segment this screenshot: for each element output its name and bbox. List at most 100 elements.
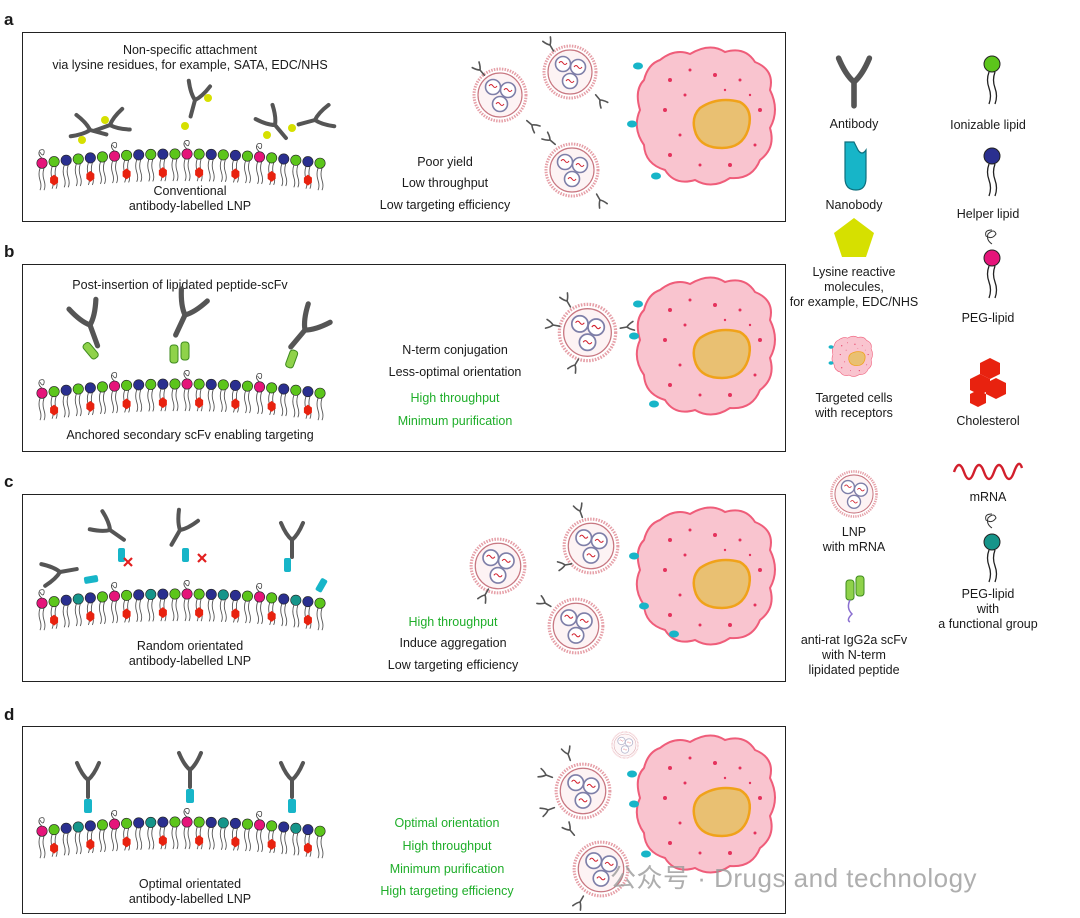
lipid-head [229,817,241,829]
lipid-tail [135,159,143,183]
lipid-head [84,592,96,604]
peg-chain [110,582,118,592]
lipid-head [217,817,229,829]
lipid-head [241,150,253,162]
cholesterol-mark [158,835,167,847]
lipid-head [278,821,290,833]
peg-chain [110,810,118,820]
lipid-head [121,379,133,391]
lipid-head [266,820,278,832]
lipid-tail [111,828,118,852]
lipid-head [181,378,193,390]
lipid-head [278,593,290,605]
lipid-tail [292,395,300,418]
legend-cholesterol-icon [970,358,1006,407]
panel-b-top-text: Post-insertion of lipidated peptide-scFv [72,278,288,292]
lipid-head [109,590,121,602]
cholesterol-mark [86,170,95,182]
lipid-head [290,594,302,606]
lipid-head [193,378,205,390]
lipid-head [302,386,314,398]
lipid-tail [98,391,106,415]
lipid-head [72,153,84,165]
lipid-head [157,588,169,600]
lipid-tail [183,598,191,622]
cholesterol-mark [231,836,240,848]
legend-targeted-cells-label-1: Targeted cells [815,391,893,405]
panel-c-bottom-text-1: Random orientated [136,639,244,653]
panel-a-lnp-membrane [36,140,326,191]
legend-helper-lipid-label: Helper lipid [956,207,1020,221]
cholesterol-mark [195,607,204,619]
lipid-head [290,384,302,396]
lipid-tail [256,161,264,185]
lipid-head [217,589,229,601]
lipid-head [205,816,217,828]
panel-b-target-cell [629,276,777,416]
legend-scfv-label-1: anti-rat IgG2a scFv [800,633,908,647]
legend-peg-functional-icon [983,513,1001,583]
lipid-head [96,819,108,831]
lipid-head [157,816,169,828]
lipid-tail [147,599,155,622]
cholesterol-mark [158,397,167,409]
watermark: 公众号 · Drugs and technology [610,863,978,893]
lipid-head [193,588,205,600]
lipid-tail [280,163,288,187]
lipid-tail [38,608,46,631]
lipid-head [145,588,157,600]
lipid-head [229,589,241,601]
lipid-head [266,592,278,604]
panel-b-prop-3: High throughput [410,391,500,405]
cholesterol-mark [303,614,312,626]
lipid-tail [147,827,155,850]
panel-b-prop-1: N-term conjugation [402,343,508,357]
lipid-head [145,378,157,390]
legend-cholesterol-label: Cholesterol [956,414,1020,428]
lipid-head [229,379,241,391]
panel-a-bottom-text-1: Conventional [153,184,227,198]
legend-peg-lipid-icon [983,229,1001,299]
panel-d-prop-3: Minimum purification [389,862,505,876]
panel-a-top-text-1: Non-specific attachment [122,43,258,57]
lipid-tail [316,398,324,421]
lipid-head [217,379,229,391]
lipid-tail [183,388,191,412]
peg-chain [183,808,190,818]
peg-chain [256,372,263,383]
lipid-tail [292,833,300,856]
panel-a-prop-3: Low targeting efficiency [379,198,511,212]
lipid-tail [135,599,143,623]
panel-letter-d: d [4,705,15,724]
peg-chain [183,580,190,590]
lipid-head [169,588,181,600]
lipid-head [36,597,48,609]
cholesterol-mark [303,842,312,854]
cholesterol-mark [195,835,204,847]
lipid-tail [280,393,288,417]
lipid-head [72,593,84,605]
lipid-head [60,154,72,166]
lipid-tail [147,159,155,182]
lipid-tail [38,836,46,859]
lipid-tail [183,158,191,182]
lipid-tail [74,831,82,855]
lipid-head [205,378,217,390]
legend-lysine-label-2: molecules, [824,280,884,294]
lipid-head [48,156,60,168]
panel-a-target-cell [627,46,777,186]
lipid-tail [183,826,191,850]
cholesterol-mark [267,838,276,850]
cholesterol-mark [231,608,240,620]
lipid-head [96,591,108,603]
lipid-tail [38,398,46,421]
lipid-tail [207,827,215,850]
lipid-head [145,148,157,160]
lipid-head [60,594,72,606]
lipid-head [254,591,266,603]
legend-lysine-icon [834,218,874,257]
lipid-tail [98,829,106,853]
peg-chain [38,817,45,827]
panel-c-lnp-cluster [469,502,620,655]
peg-chain [110,372,118,382]
